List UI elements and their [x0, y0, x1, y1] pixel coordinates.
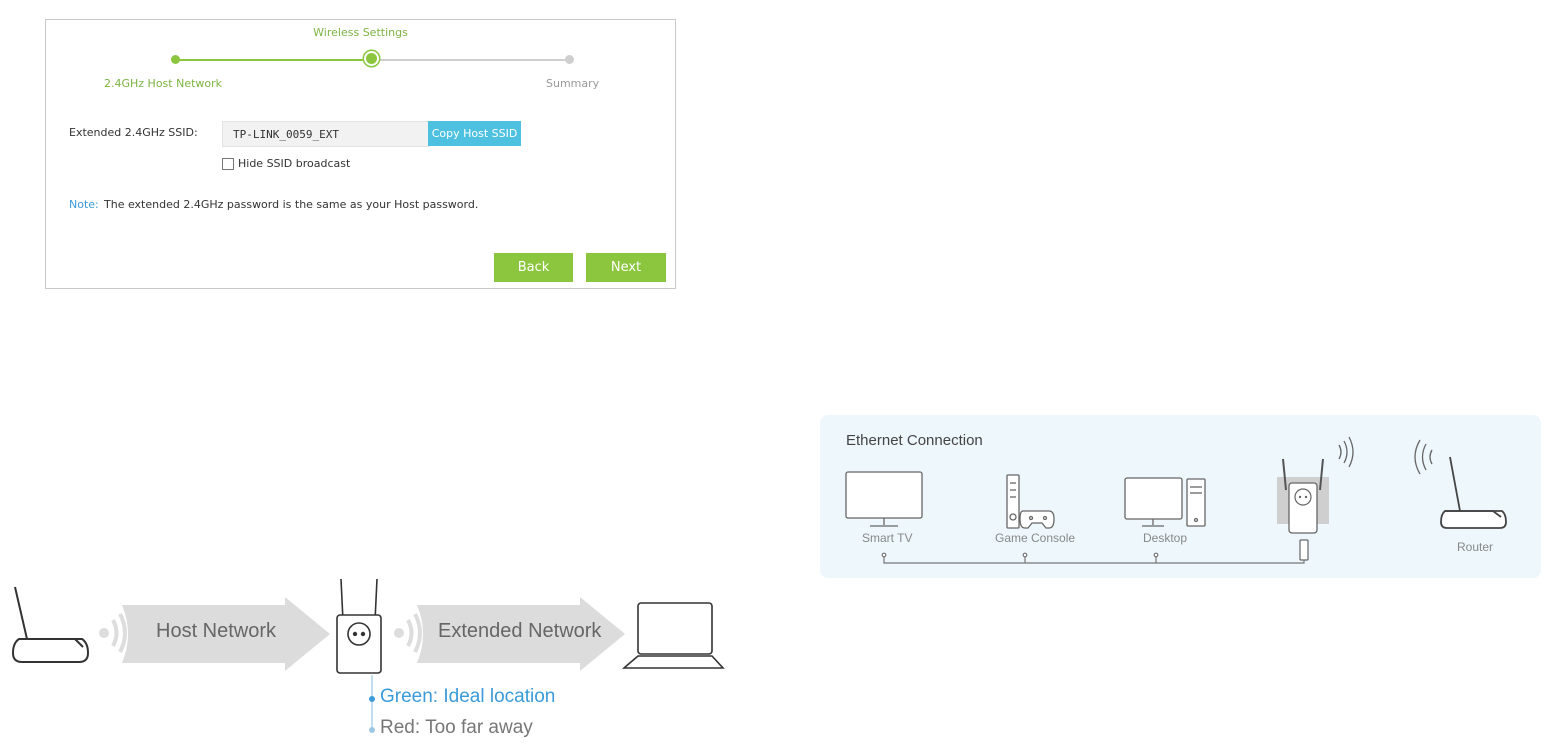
step-label-summary: Summary — [546, 77, 600, 90]
note-label: Note: — [69, 198, 99, 211]
step-dot-summary — [565, 55, 574, 64]
red-location-legend: Red: Too far away — [380, 717, 533, 738]
router-icon — [1440, 456, 1507, 529]
ssid-field-label: Extended 2.4GHz SSID: — [69, 126, 198, 139]
extended-network-arrow — [417, 597, 625, 671]
note-text: The extended 2.4GHz password is the same… — [104, 198, 479, 211]
progress-line-complete — [175, 59, 372, 61]
device-label-router: Router — [1457, 540, 1494, 554]
step-label-host-network: 2.4GHz Host Network — [104, 77, 223, 90]
device-label-desktop: Desktop — [1143, 531, 1188, 545]
wireless-settings-panel: Wireless Settings 2.4GHz Host Network Su… — [45, 19, 676, 289]
hide-ssid-checkbox[interactable] — [222, 158, 234, 170]
placement-diagram — [11, 578, 725, 733]
host-signal-icon — [99, 613, 127, 653]
progress-line-pending — [374, 59, 570, 61]
extended-ssid-input[interactable] — [222, 121, 430, 147]
hide-ssid-label[interactable]: Hide SSID broadcast — [238, 157, 351, 170]
host-router-icon — [11, 586, 90, 663]
game-console-icon — [1006, 474, 1055, 529]
next-button[interactable]: Next — [586, 253, 666, 282]
green-location-legend: Green: Ideal location — [380, 686, 556, 707]
step-dot-host-network — [171, 55, 180, 64]
ethernet-connection-diagram: Ethernet Connection — [820, 415, 1541, 578]
host-network-arrow — [122, 597, 330, 671]
copy-host-ssid-button[interactable]: Copy Host SSID — [428, 121, 521, 146]
desktop-icon — [1124, 477, 1206, 527]
wifi-signal-icon — [1338, 436, 1354, 468]
back-button[interactable]: Back — [494, 253, 573, 282]
extended-network-label: Extended Network — [438, 620, 602, 642]
extended-signal-icon — [394, 613, 422, 653]
host-network-label: Host Network — [156, 620, 277, 642]
red-indicator-dot — [369, 727, 375, 733]
range-extender-icon — [1277, 458, 1329, 561]
current-step-title: Wireless Settings — [313, 26, 408, 39]
ethernet-cable — [881, 552, 1305, 564]
smart-tv-icon — [845, 471, 923, 527]
ethernet-title: Ethernet Connection — [846, 432, 983, 449]
device-label-smart-tv: Smart TV — [862, 531, 913, 545]
ethernet-devices-illustration — [845, 436, 1507, 564]
router-wifi-icon — [1414, 439, 1433, 475]
step-dot-wireless-settings — [364, 51, 379, 66]
green-indicator-dot — [369, 696, 375, 702]
device-label-game-console: Game Console — [995, 531, 1076, 545]
laptop-icon — [621, 602, 725, 669]
extender-device-icon — [336, 578, 382, 674]
